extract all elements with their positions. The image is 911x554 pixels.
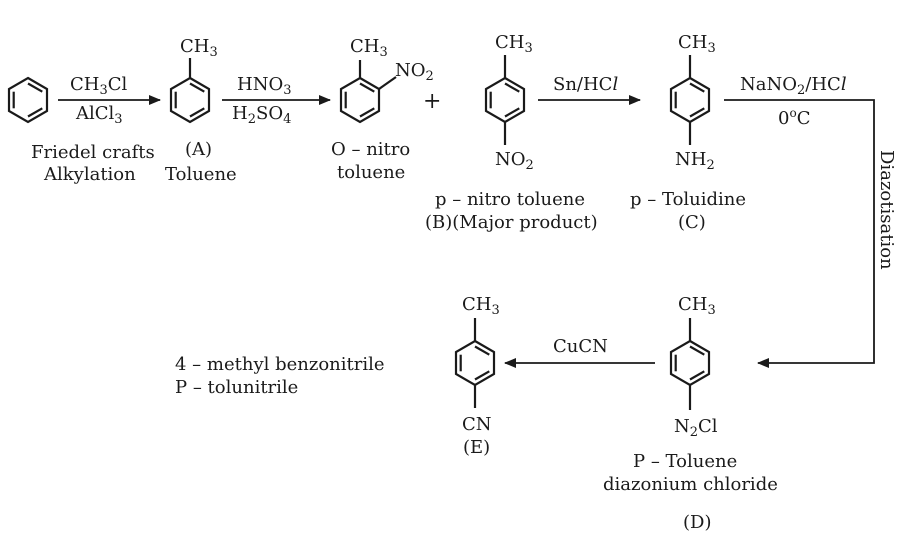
label-toluene-name: Toluene	[165, 164, 237, 185]
toluene-methyl: CH3	[180, 36, 218, 60]
reagent-hno3: HNO3	[237, 74, 292, 98]
para-methyl: CH3	[495, 32, 533, 56]
reagent-sn-hcl: Sn/HCl	[553, 74, 618, 95]
label-para-name: p – nitro toluene	[435, 189, 585, 210]
reagent-cucn: CuCN	[553, 336, 608, 357]
label-nitrile-letter: (E)	[463, 437, 490, 458]
ortho-methyl: CH3	[350, 36, 388, 60]
label-ortho-line2: toluene	[337, 162, 405, 183]
diazonium-group: N2Cl	[674, 416, 718, 440]
toluidine-amino: NH2	[675, 149, 715, 173]
benzene-molecule	[7, 76, 49, 124]
label-toluidine-name: p – Toluidine	[630, 189, 746, 210]
diazonium-molecule	[669, 318, 711, 410]
reagent-alcl3: AlCl3	[75, 103, 123, 127]
reagent-nano2-hcl: NaNO2/HCl	[740, 74, 847, 98]
para-nitro: NO2	[495, 149, 534, 173]
benzonitrile-molecule	[454, 318, 496, 408]
label-diazotisation: Diazotisation	[876, 150, 897, 270]
toluidine-methyl: CH3	[678, 32, 716, 56]
label-toluene-letter: (A)	[185, 139, 212, 160]
label-nitrile-name2: P – tolunitrile	[175, 377, 298, 398]
plus-sign: +	[423, 89, 441, 114]
arrow-step4	[724, 99, 875, 368]
diazonium-methyl: CH3	[678, 294, 716, 318]
label-diazonium-line1: P – Toluene	[633, 451, 737, 472]
reagent-h2so4: H2SO4	[232, 103, 291, 127]
label-toluidine-letter: (C)	[678, 212, 706, 233]
ortho-nitro: NO2	[395, 60, 434, 84]
nitrile-methyl: CH3	[462, 294, 500, 318]
label-nitrile-name1: 4 – methyl benzonitrile	[175, 354, 385, 375]
para-toluidine-molecule	[669, 55, 711, 145]
reagent-temperature: 0oC	[778, 106, 810, 129]
reagent-ch3cl: CH3Cl	[70, 74, 128, 98]
label-diazonium-line2: diazonium chloride	[603, 474, 778, 495]
toluene-molecule	[169, 58, 211, 124]
nitrile-cyano: CN	[462, 414, 492, 435]
label-friedel-line1: Friedel crafts	[31, 142, 155, 163]
label-ortho-line1: O – nitro	[331, 139, 410, 160]
label-diazonium-letter: (D)	[683, 512, 711, 533]
label-para-letter: (B)(Major product)	[425, 212, 598, 233]
para-nitrotoluene-molecule	[484, 55, 526, 145]
ortho-nitrotoluene-molecule	[339, 60, 397, 124]
label-friedel-line2: Alkylation	[43, 164, 136, 185]
